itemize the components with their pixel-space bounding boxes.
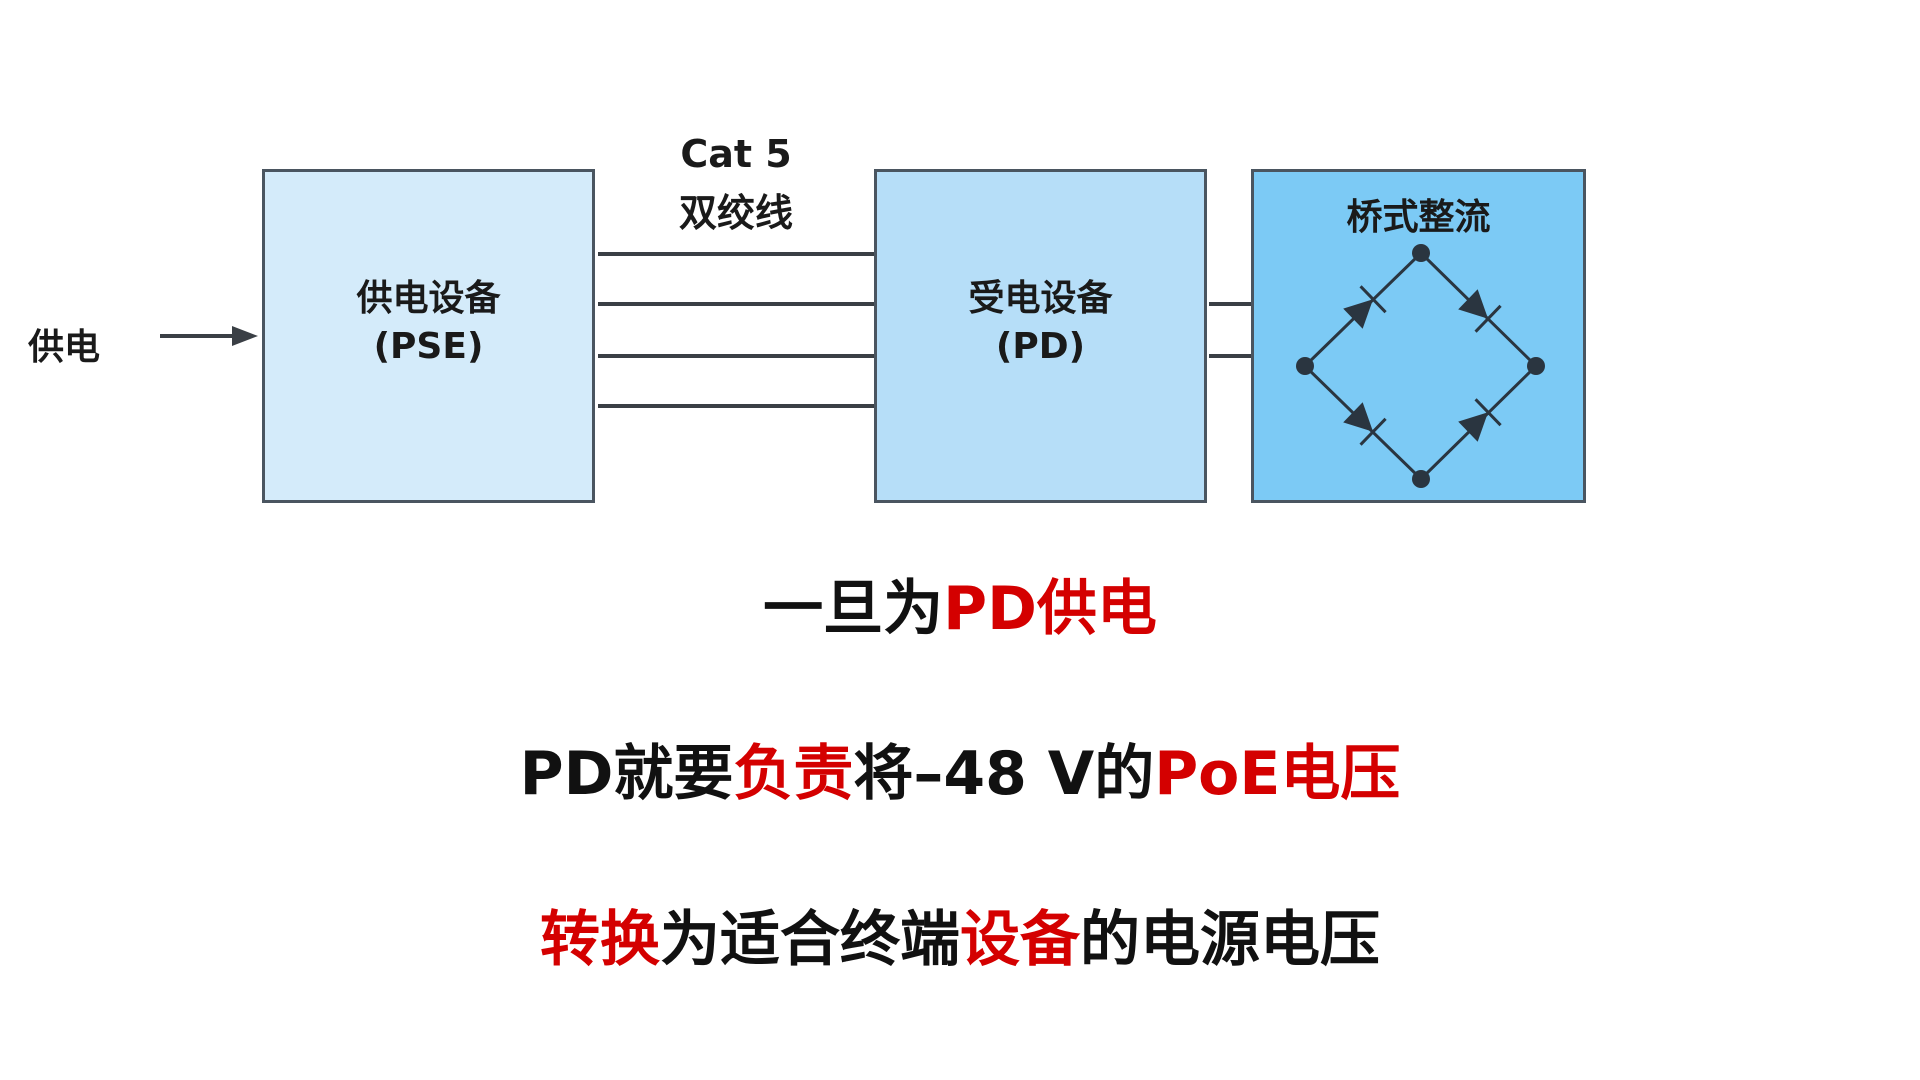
caption-text: 的电源电压 bbox=[1080, 905, 1380, 975]
cable-label-line2: 双绞线 bbox=[678, 191, 793, 235]
input-power-label: 供电 bbox=[28, 327, 101, 368]
caption-line-2: PD就要负责将–48 V的PoE电压 bbox=[0, 725, 1920, 812]
node-right bbox=[1527, 357, 1545, 375]
caption-highlight: 设备 bbox=[960, 905, 1080, 975]
caption-highlight: 负责 bbox=[733, 739, 854, 809]
pse-label-abbr: (PSE) bbox=[373, 326, 484, 367]
node-top bbox=[1412, 244, 1430, 262]
caption-line-3: 转换为适合终端设备的电源电压 bbox=[0, 891, 1920, 978]
caption-text: PD就要 bbox=[519, 739, 734, 809]
bridge-rectifier-circuit bbox=[1296, 244, 1545, 488]
diode-icon bbox=[1343, 402, 1387, 446]
caption-highlight: PoE电压 bbox=[1154, 739, 1401, 809]
pse-label-name: 供电设备 bbox=[356, 278, 501, 319]
pse-box: 供电设备 (PSE) bbox=[262, 169, 595, 503]
caption-line-1: 一旦为PD供电 bbox=[0, 560, 1920, 647]
cable-label-line1: Cat 5 bbox=[680, 132, 792, 176]
bridge-rectifier-box: 桥式整流 bbox=[1251, 169, 1586, 503]
node-bottom bbox=[1412, 470, 1430, 488]
input-arrow-head-icon bbox=[232, 326, 258, 346]
caption-highlight: PD供电 bbox=[943, 574, 1157, 644]
caption-text: 将–48 V的 bbox=[853, 739, 1155, 809]
pd-label-abbr: (PD) bbox=[995, 326, 1086, 367]
diode-icon bbox=[1458, 398, 1502, 442]
diode-icon bbox=[1458, 289, 1502, 333]
pse-label: 供电设备 (PSE) bbox=[265, 275, 592, 371]
caption-highlight: 转换 bbox=[540, 905, 660, 975]
node-left bbox=[1296, 357, 1314, 375]
caption-text: 为适合终端 bbox=[660, 905, 960, 975]
pd-label-name: 受电设备 bbox=[968, 278, 1113, 319]
bridge-wiring bbox=[1302, 251, 1539, 482]
bridge-rectifier-title: 桥式整流 bbox=[1346, 197, 1491, 238]
caption-text: 一旦为 bbox=[763, 574, 944, 644]
pd-label: 受电设备 (PD) bbox=[877, 275, 1204, 371]
diode-icon bbox=[1343, 285, 1387, 329]
pd-box: 受电设备 (PD) bbox=[874, 169, 1207, 503]
